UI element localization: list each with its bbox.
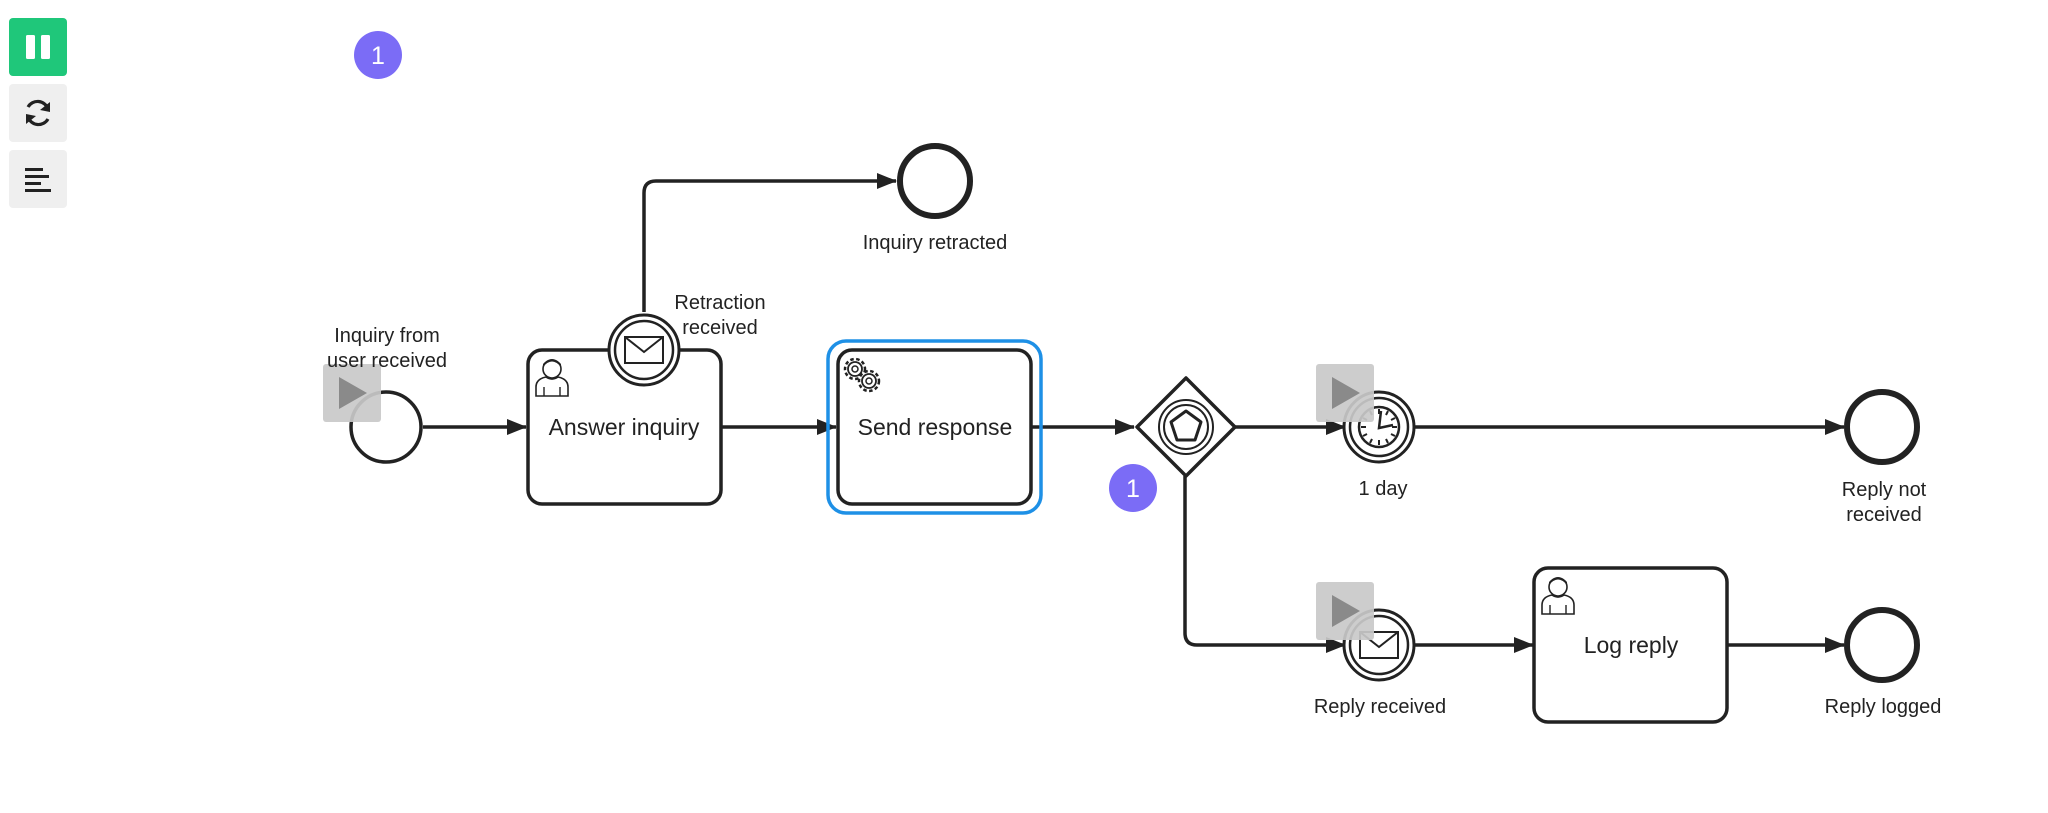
task-answer-inquiry[interactable]: Answer inquiry xyxy=(526,348,723,506)
end-retracted-label: Inquiry retracted xyxy=(863,232,1008,254)
process-token-count: 1 xyxy=(371,42,385,70)
gear-icon xyxy=(843,357,881,393)
play-icon xyxy=(1332,377,1360,409)
task-answer-inquiry-label: Answer inquiry xyxy=(549,414,700,440)
process-token-badge: 1 xyxy=(354,31,402,79)
pentagon-icon xyxy=(1169,409,1203,442)
task-log-reply[interactable]: Log reply xyxy=(1532,566,1729,724)
end-event-inquiry-retracted[interactable] xyxy=(897,143,973,219)
gateway-token-count: 1 xyxy=(1126,475,1140,503)
end-not-received-label-line1: Reply not xyxy=(1842,479,1927,501)
pause-button[interactable] xyxy=(9,18,67,76)
gateway-token-badge: 1 xyxy=(1109,464,1157,512)
user-icon xyxy=(535,359,569,397)
timer-trigger-button[interactable] xyxy=(1316,364,1374,422)
task-send-response[interactable]: Send response xyxy=(826,339,1043,515)
reset-button[interactable] xyxy=(9,84,67,142)
end-not-received-label-line2: received xyxy=(1846,504,1922,526)
play-icon xyxy=(339,377,367,409)
simulation-toolbar xyxy=(9,18,67,208)
message-trigger-button[interactable] xyxy=(1316,582,1374,640)
task-log-reply-label: Log reply xyxy=(1584,632,1679,658)
boundary-event-retraction[interactable] xyxy=(607,313,681,387)
pause-icon xyxy=(26,35,50,59)
play-icon xyxy=(1332,595,1360,627)
end-logged-label: Reply logged xyxy=(1825,696,1942,718)
log-button[interactable] xyxy=(9,150,67,208)
envelope-icon xyxy=(624,336,664,364)
task-send-response-label: Send response xyxy=(858,414,1013,440)
align-left-icon xyxy=(25,168,51,192)
start-event-label-line2: user received xyxy=(327,350,447,372)
refresh-icon xyxy=(26,99,50,127)
end-event-reply-logged[interactable] xyxy=(1844,607,1920,683)
start-event-label-line1: Inquiry from xyxy=(334,325,440,347)
flow-gateway-to-message[interactable] xyxy=(1183,476,1346,653)
boundary-retraction-label-line1: Retraction xyxy=(674,292,765,314)
flow-retraction-to-end[interactable] xyxy=(642,173,897,312)
end-event-reply-not-received[interactable] xyxy=(1844,389,1920,465)
start-trigger-button[interactable] xyxy=(323,364,381,422)
boundary-retraction-label-line2: received xyxy=(682,317,758,339)
event-based-gateway[interactable] xyxy=(1135,376,1237,478)
timer-event-label: 1 day xyxy=(1359,478,1408,500)
selection-outline xyxy=(826,339,1043,515)
user-icon xyxy=(1541,577,1575,615)
message-event-label: Reply received xyxy=(1314,696,1446,718)
